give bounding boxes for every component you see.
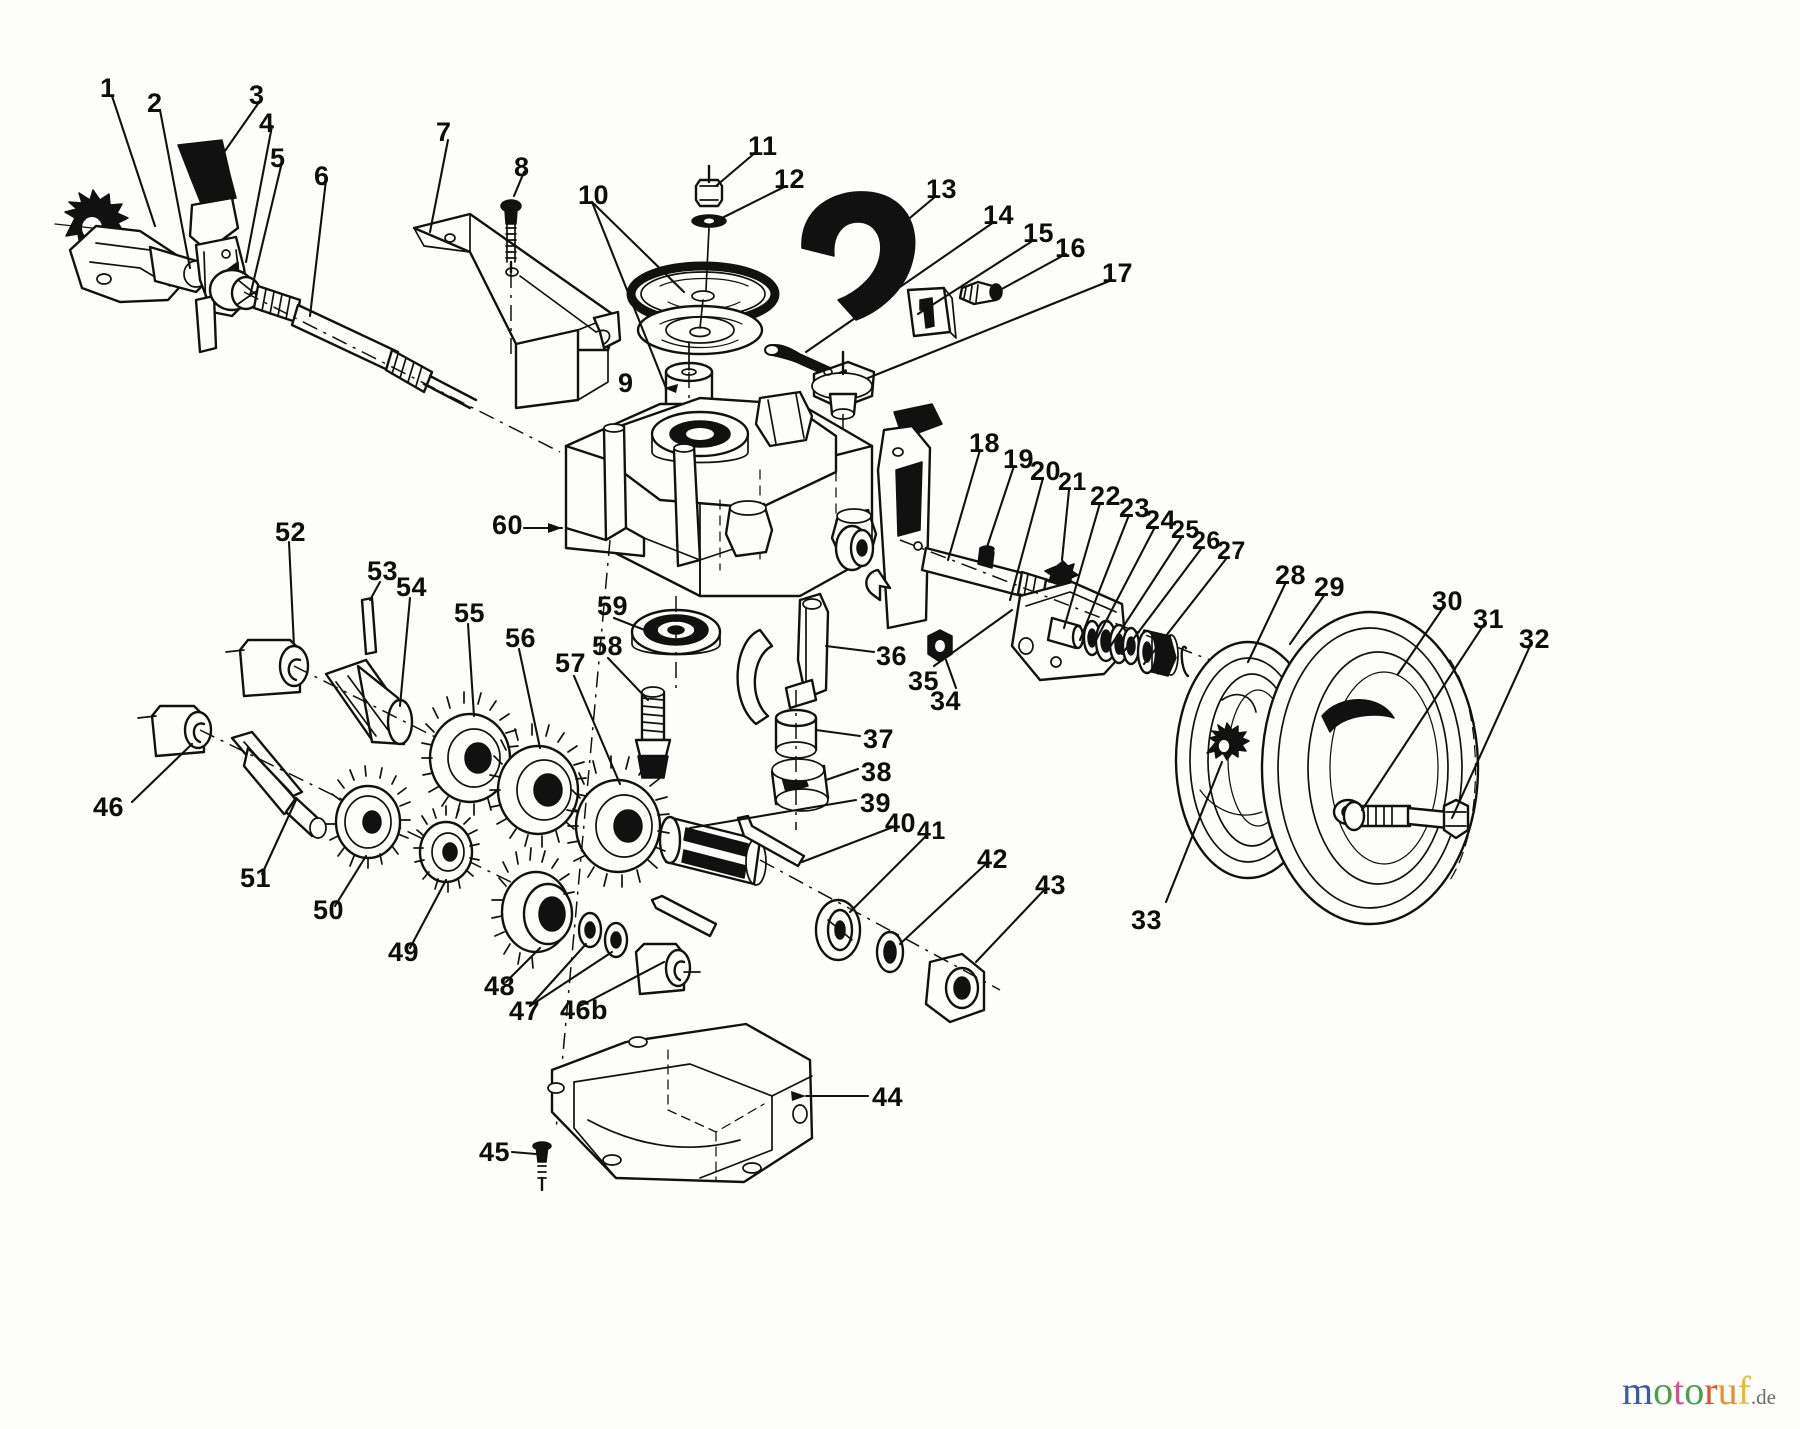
callout-14: 14 <box>983 200 1015 230</box>
leader-lines <box>110 94 1532 1156</box>
watermark-letter-r: r <box>1704 1368 1718 1413</box>
callout-10: 10 <box>578 180 610 210</box>
callout-46: 46 <box>93 792 125 822</box>
callout-13: 13 <box>926 174 958 204</box>
watermark-letter-t: t <box>1673 1368 1685 1413</box>
callout-27: 27 <box>1217 537 1246 565</box>
callout-43: 43 <box>1035 870 1067 900</box>
callout-46-lower: 46b <box>560 995 609 1025</box>
callout-34: 34 <box>930 686 962 716</box>
callout-39: 39 <box>860 788 892 818</box>
part-shift-fork-group <box>650 592 1001 1024</box>
watermark-letter-f: f <box>1737 1368 1751 1413</box>
callout-6: 6 <box>314 161 330 191</box>
callout-56: 56 <box>505 623 537 653</box>
callout-26: 26 <box>1192 527 1221 555</box>
callout-49: 49 <box>388 937 420 967</box>
callout-45: 45 <box>479 1137 511 1167</box>
callout-31: 31 <box>1473 604 1505 634</box>
callout-51: 51 <box>240 863 272 893</box>
callout-28: 28 <box>1275 560 1307 590</box>
callout-25: 25 <box>1171 516 1200 544</box>
callout-33: 33 <box>1131 905 1163 935</box>
watermark-letter-o2: o <box>1684 1368 1705 1413</box>
part-oil-pan <box>532 1022 814 1192</box>
callout-57: 57 <box>555 648 587 678</box>
callout-21: 21 <box>1058 468 1087 496</box>
callout-30: 30 <box>1432 586 1464 616</box>
leader-arrowheads <box>548 384 806 1101</box>
part-gear-train <box>137 539 722 1131</box>
callout-37: 37 <box>863 724 895 754</box>
callout-18: 18 <box>969 428 1001 458</box>
callout-59: 59 <box>597 591 629 621</box>
callout-22: 22 <box>1090 481 1122 511</box>
callout-7: 7 <box>436 117 452 147</box>
callout-47: 47 <box>509 996 541 1026</box>
callout-36: 36 <box>876 641 908 671</box>
callout-5: 5 <box>270 143 286 173</box>
callout-11: 11 <box>748 131 778 161</box>
callout-44: 44 <box>872 1082 904 1112</box>
callout-55: 55 <box>454 598 486 628</box>
callout-35: 35 <box>908 666 940 696</box>
callout-2: 2 <box>147 88 163 118</box>
watermark-tld: .de <box>1750 1385 1776 1409</box>
watermark-letter-m: m <box>1622 1368 1654 1413</box>
callout-48: 48 <box>484 971 516 1001</box>
watermark-letter-u: u <box>1717 1368 1738 1413</box>
callout-17: 17 <box>1102 258 1134 288</box>
callout-50: 50 <box>313 895 345 925</box>
callout-40: 40 <box>885 808 917 838</box>
part-gear-case-housing <box>564 390 878 598</box>
callout-15: 15 <box>1023 218 1055 248</box>
callout-16: 16 <box>1055 233 1087 263</box>
callout-52: 52 <box>275 517 307 547</box>
part-control-lever-assembly <box>54 139 561 453</box>
callout-53: 53 <box>367 556 399 586</box>
callout-3: 3 <box>249 80 265 110</box>
callout-42: 42 <box>977 844 1009 874</box>
callout-9: 9 <box>618 368 634 398</box>
callout-58: 58 <box>592 631 624 661</box>
callout-4: 4 <box>259 108 275 138</box>
part-v-belt <box>801 191 916 321</box>
callout-12: 12 <box>774 164 806 194</box>
callout-41: 41 <box>917 817 946 845</box>
callout-8: 8 <box>514 152 530 182</box>
part-support-bracket <box>412 199 622 410</box>
callout-38: 38 <box>861 757 893 787</box>
callout-24: 24 <box>1145 505 1177 535</box>
watermark-letter-o1: o <box>1653 1368 1674 1413</box>
callout-1: 1 <box>100 73 116 103</box>
callout-19: 19 <box>1003 444 1035 474</box>
part-wheel-right <box>1260 610 1480 926</box>
callout-60: 60 <box>492 510 524 540</box>
callout-32: 32 <box>1519 624 1551 654</box>
callout-54: 54 <box>396 572 428 602</box>
watermark-motoruf: motoruf.de <box>1622 1371 1776 1411</box>
callout-23: 23 <box>1119 493 1151 523</box>
callout-29: 29 <box>1314 572 1346 602</box>
callout-20: 20 <box>1030 456 1062 486</box>
